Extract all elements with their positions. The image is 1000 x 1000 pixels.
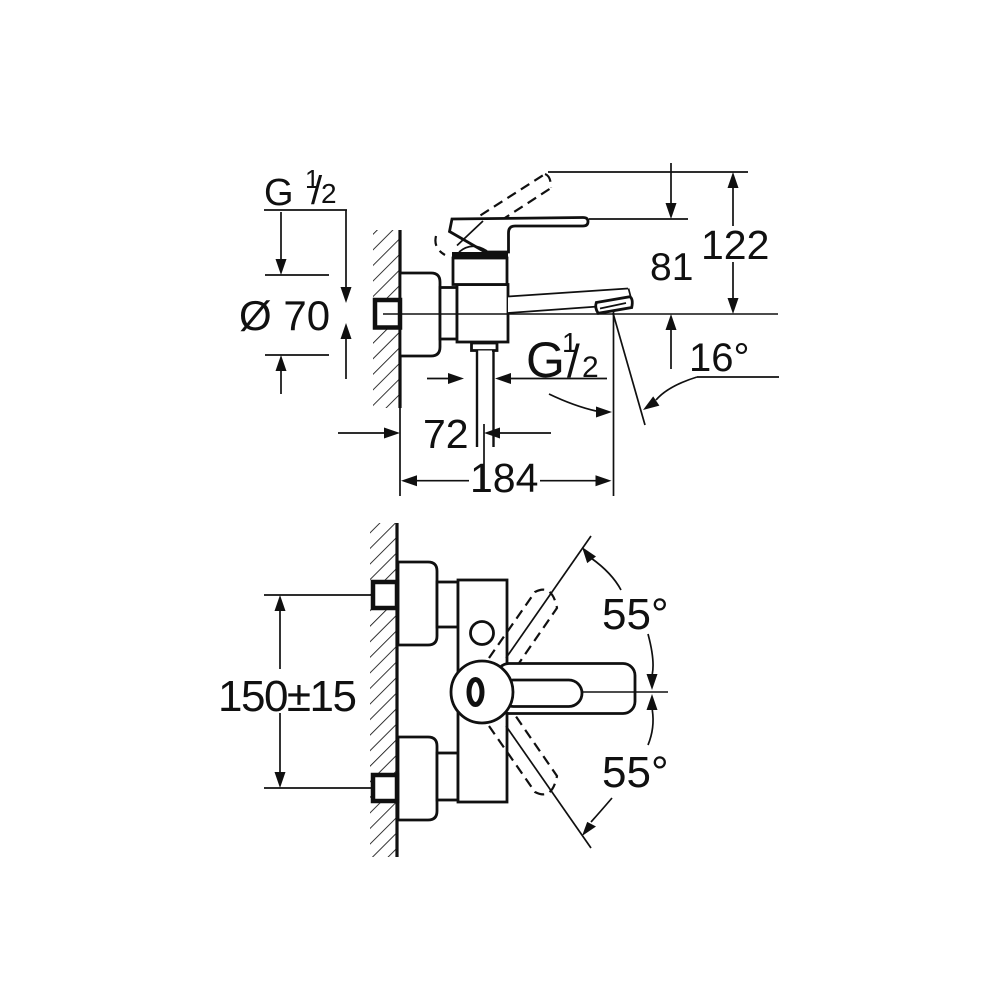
dim-inlet-spacing: 150±15 xyxy=(218,594,373,789)
label-handle-angle-down: 55° xyxy=(602,748,669,797)
dim-handle-angle-down: 55° xyxy=(582,694,669,836)
label-escutcheon-diameter: Ø 70 xyxy=(239,292,330,339)
label-wall-thread-slash: / xyxy=(311,169,323,213)
label-wall-thread-g: G xyxy=(264,172,294,214)
cartridge-housing-side xyxy=(451,256,509,286)
label-handle-angle-up: 55° xyxy=(602,590,669,639)
label-wall-thread-num: 1 xyxy=(305,164,319,194)
label-outlet-offset: 72 xyxy=(423,411,469,457)
side-view: G 1 / 2 Ø 70 122 81 xyxy=(239,163,779,501)
dim-shower-outlet-thread: G 1 / 2 xyxy=(427,327,607,388)
label-outlet-thread-g: G xyxy=(526,332,565,388)
lever-raised-dashed xyxy=(434,172,553,256)
label-inlet-spacing: 150±15 xyxy=(218,672,356,721)
label-spout-reach: 184 xyxy=(470,455,538,501)
dim-outlet-offset: 72 xyxy=(338,408,551,496)
label-spout-angle: 16° xyxy=(689,336,750,380)
dim-wall-thread: G 1 / 2 xyxy=(264,164,352,379)
label-outlet-thread-slash: / xyxy=(567,335,580,387)
label-handle-height: 122 xyxy=(701,222,769,268)
ray-55-down xyxy=(505,725,592,849)
lever-dashed-positions xyxy=(488,588,559,796)
body-top-band-side xyxy=(452,252,508,258)
label-wall-thread-den: 2 xyxy=(321,178,337,209)
spout-side xyxy=(507,287,632,314)
dim-spout-angle: 16° xyxy=(548,310,779,496)
label-outlet-thread-den: 2 xyxy=(582,351,599,384)
dim-spout-height: 81 xyxy=(589,163,693,369)
dim-spout-reach: 184 xyxy=(401,455,612,501)
dim-handle-angle-up: 55° xyxy=(582,547,669,690)
body-screw xyxy=(469,620,495,646)
label-outlet-thread-num: 1 xyxy=(562,327,578,358)
lever-side xyxy=(447,216,590,254)
dim-handle-height: 122 xyxy=(548,171,769,314)
dim-escutcheon-diameter: Ø 70 xyxy=(239,212,330,394)
hub-keyhole xyxy=(466,677,485,707)
label-spout-height: 81 xyxy=(650,246,693,289)
front-view: 55° 55° 150±15 xyxy=(218,523,669,857)
aerator-tip xyxy=(594,295,634,315)
inlet-bottom xyxy=(370,735,460,822)
wall-hatch-front-view xyxy=(370,523,399,857)
ray-55-up xyxy=(505,535,592,659)
